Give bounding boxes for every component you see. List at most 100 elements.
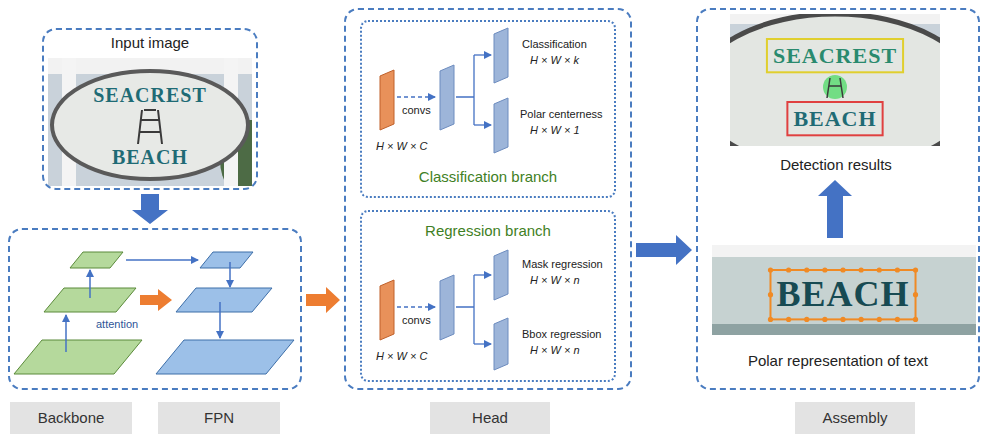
input-photo (48, 58, 252, 186)
contour-point (786, 317, 791, 322)
stage-tag: FPN (158, 402, 280, 434)
branch-title: Classification branch (419, 168, 557, 185)
branch-line (456, 55, 474, 125)
contour-point (913, 267, 918, 272)
branch-arrow (474, 124, 491, 125)
branch-arrow (474, 274, 491, 275)
op-label: convs (402, 104, 431, 117)
tensor-shape: H × W × k (530, 54, 579, 67)
polar-photo (712, 245, 976, 335)
annotation: attention (96, 318, 138, 331)
convs-arrow (397, 96, 435, 97)
attention-arrow (140, 289, 172, 311)
contour-point (840, 267, 845, 272)
sign-rim (712, 245, 976, 257)
feature-slab (380, 70, 394, 130)
backbone-fpn (14, 252, 294, 374)
stage-tag: Head (430, 402, 550, 434)
tensor-shape: H × W × n (530, 344, 580, 357)
output-name: Polar centerness (520, 108, 603, 121)
contour-point (822, 267, 827, 272)
feature-slab (494, 28, 508, 83)
feature-slab (494, 98, 508, 153)
stage-label: Head (472, 409, 508, 426)
contour-point (804, 317, 809, 322)
feature-plane (176, 288, 272, 312)
sign-lettering: BEACH (776, 274, 909, 315)
feature-slab (494, 250, 508, 300)
contour-point (913, 292, 918, 297)
up-block-arrow (818, 180, 852, 238)
stage-tag: Backbone (10, 402, 132, 434)
contour-point (913, 317, 918, 322)
feature-slab (440, 275, 454, 340)
contour-point (768, 267, 773, 272)
feature-plane (14, 340, 142, 374)
image-caption: Polar representation of text (748, 352, 928, 369)
contour-point (877, 267, 882, 272)
up-arrow (65, 315, 67, 352)
contour-point (859, 317, 864, 322)
feature-slab (380, 280, 394, 340)
output-name: Bbox regression (522, 328, 602, 341)
up-arrow (89, 270, 91, 298)
stage-label: FPN (204, 409, 234, 426)
feature-slab (494, 318, 508, 370)
sign-lettering: BEACH (112, 146, 188, 169)
contour-point (859, 267, 864, 272)
feature-plane (200, 252, 253, 268)
sign (730, 14, 940, 146)
branch-line (456, 275, 474, 344)
block-arrow (306, 287, 340, 313)
backbone-panel: attention (8, 228, 302, 390)
branch-arrow (474, 54, 491, 55)
tensor-shape: H × W × C (376, 140, 427, 153)
contour-point (877, 317, 882, 322)
contour-point (804, 267, 809, 272)
branch-box: Classification H × W × k convs Polar center… (360, 20, 616, 198)
head-panel: Classification H × W × k convs Polar center… (344, 8, 632, 390)
contour-point (895, 317, 900, 322)
contour-point (840, 317, 845, 322)
feature-plane (70, 252, 123, 268)
contour-point (895, 267, 900, 272)
sign-surface (712, 245, 976, 335)
output-name: Classification (522, 38, 587, 51)
tensor-shape: H × W × 1 (530, 124, 580, 137)
block-arrow (132, 194, 168, 224)
tower (827, 78, 843, 98)
convs-arrow (397, 306, 435, 307)
down-arrow (229, 262, 231, 287)
classification-head (380, 28, 508, 153)
contour-point (786, 267, 791, 272)
output-name: Mask regression (522, 258, 603, 271)
branch-title: Regression branch (425, 222, 551, 239)
sign-lettering: BEACH (793, 106, 876, 131)
tensor-shape: H × W × C (376, 350, 427, 363)
tensor-shape: H × W × n (530, 274, 580, 287)
image-caption: Detection results (780, 156, 892, 173)
sign-lettering: SEACREST (773, 43, 897, 68)
center-glow (823, 75, 847, 99)
stage-tag: Assembly (795, 402, 915, 434)
op-label: convs (402, 314, 431, 327)
stage-label: Backbone (38, 409, 105, 426)
panel-title: Input image (111, 34, 189, 51)
sign-lettering: SEACREST (93, 84, 207, 107)
down-arrow (219, 302, 221, 338)
branch-box: Regression branchMask regression H × W × … (360, 210, 616, 382)
contour-point (768, 292, 773, 297)
feature-slab (440, 65, 454, 130)
text-frame (787, 102, 882, 135)
sign (52, 71, 248, 179)
detection-photo (730, 14, 940, 146)
stage-label: Assembly (822, 409, 887, 426)
tower (138, 110, 162, 144)
lateral-arrow (126, 259, 198, 261)
shadow (712, 324, 976, 335)
text-frame (767, 39, 903, 72)
text-frame (770, 270, 915, 319)
contour-point (822, 317, 827, 322)
branch-arrow (474, 343, 491, 344)
